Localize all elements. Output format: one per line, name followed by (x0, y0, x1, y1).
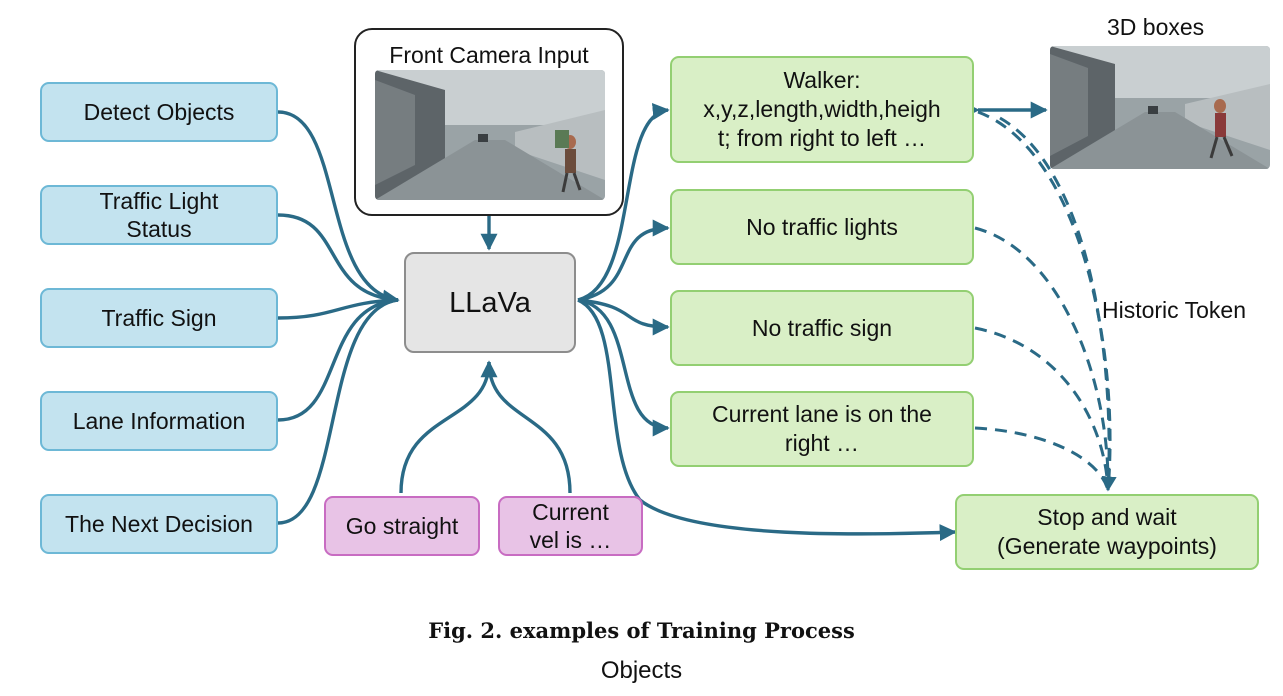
front-camera-panel: Front Camera Input (354, 28, 624, 216)
arrow-lane-info (277, 298, 399, 422)
traffic-sign-label: Traffic Sign (101, 305, 217, 331)
figure-subcaption: Objects (600, 657, 683, 684)
arrow-stop-wait (577, 298, 957, 542)
detect-objects-box: Detect Objects (40, 82, 278, 142)
arrow-traffic-lights-out (577, 219, 670, 302)
current-vel-box: Current vel is … (498, 496, 643, 556)
historic-token-label: Historic Token (1102, 297, 1247, 323)
three-d-boxes-image (1050, 46, 1270, 169)
dashed-from-current-lane (974, 426, 1110, 491)
arrow-current-lane (577, 298, 670, 437)
arrow-traffic-light (277, 213, 399, 302)
llava-model-box: LLaVa (404, 252, 576, 353)
current-lane-box: Current lane is on the right … (670, 391, 974, 467)
arrow-go-straight (399, 360, 498, 494)
current-lane-label: Current lane is on the right … (712, 401, 932, 456)
arrow-current-vel (487, 361, 572, 494)
detect-objects-label: Detect Objects (83, 99, 235, 125)
traffic-sign-box: Traffic Sign (40, 288, 278, 348)
arrow-walker (577, 103, 670, 302)
llava-label: LLaVa (449, 286, 531, 319)
go-straight-box: Go straight (324, 496, 480, 556)
lane-information-label: Lane Information (72, 408, 246, 434)
dashed-from-traffic-sign (974, 326, 1110, 491)
three-d-boxes-label: 3D boxes (1107, 14, 1205, 40)
stop-and-wait-box: Stop and wait (Generate waypoints) (955, 494, 1259, 570)
no-traffic-lights-label: No traffic lights (746, 214, 898, 240)
traffic-light-status-label: Traffic Light Status (99, 188, 219, 242)
stop-and-wait-label: Stop and wait (Generate waypoints) (997, 504, 1217, 559)
next-decision-label: The Next Decision (65, 511, 253, 537)
go-straight-label: Go straight (345, 513, 459, 539)
no-traffic-lights-box: No traffic lights (670, 189, 974, 265)
no-traffic-sign-box: No traffic sign (670, 290, 974, 366)
walker-output-label: Walker: x,y,z,length,width,heigh t; from… (703, 67, 941, 151)
front-camera-image (375, 70, 605, 200)
arrow-traffic-sign (277, 298, 399, 320)
arrow-detect-objects (277, 110, 400, 307)
lane-information-box: Lane Information (40, 391, 278, 451)
front-camera-title: Front Camera Input (389, 42, 589, 68)
next-decision-box: The Next Decision (40, 494, 278, 554)
arrow-traffic-sign-out (577, 298, 670, 336)
traffic-light-status-box: Traffic Light Status (40, 185, 278, 245)
figure-caption: Fig. 2. examples of Training Process (428, 618, 855, 643)
current-vel-label: Current vel is … (529, 499, 612, 553)
walker-output-box: Walker: x,y,z,length,width,heigh t; from… (670, 56, 974, 163)
arrow-next-decision (277, 298, 399, 525)
dashed-from-3d-boxes (999, 116, 1111, 491)
no-traffic-sign-label: No traffic sign (751, 315, 893, 341)
dashed-from-traffic-lights (974, 226, 1110, 491)
